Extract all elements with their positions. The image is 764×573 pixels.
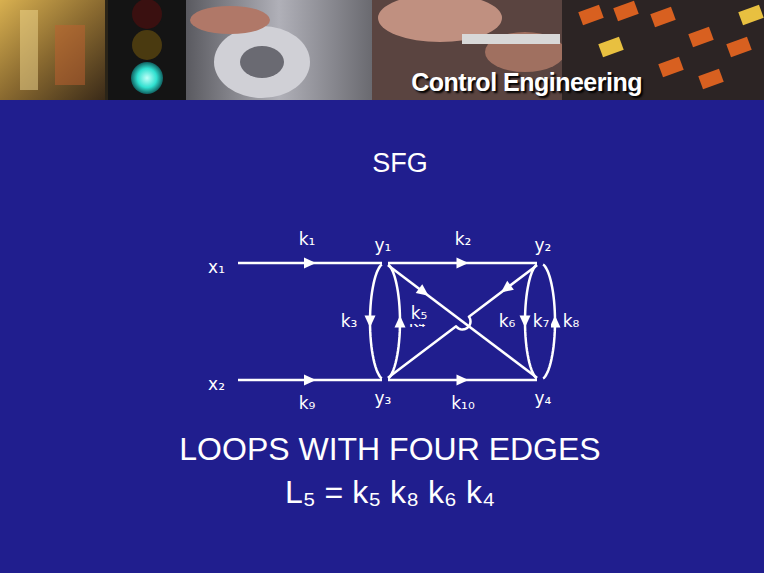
banner-title: Control Engineering (411, 68, 642, 97)
branch-gain: k₉ (297, 394, 318, 414)
section-heading: LOOPS WITH FOUR EDGES (179, 431, 600, 468)
slide-title: SFG (372, 148, 428, 179)
arrowhead (395, 316, 406, 328)
banner-figure-detail (55, 25, 85, 85)
arrowhead (457, 258, 469, 269)
node-label: y₄ (535, 389, 552, 409)
arrowhead (304, 375, 316, 386)
signal-branch (388, 258, 537, 269)
branch-gain: k₁₀ (449, 394, 476, 414)
node-label: y₂ (535, 236, 552, 256)
arrowhead (457, 375, 469, 386)
signal-node: x₂ (232, 377, 238, 383)
branch-gain: k₈ (561, 312, 582, 332)
node-label: y₃ (375, 389, 392, 409)
signal-node: y₄ (537, 377, 543, 383)
arrowhead (365, 316, 376, 328)
signal-branch (388, 375, 537, 386)
signal-branch (388, 265, 537, 377)
machine-part (186, 0, 372, 100)
signal-node: y₂ (537, 260, 543, 266)
signal-node: x₁ (232, 260, 238, 266)
banner-figure-detail (20, 10, 38, 90)
branch-line (388, 265, 537, 377)
traffic-lamp (132, 0, 162, 29)
node-label: y₁ (375, 236, 392, 256)
signal-branch (365, 265, 383, 379)
branch-gain: k₆ (497, 312, 518, 332)
arrowhead (304, 258, 316, 269)
traffic-light (108, 0, 186, 100)
signal-node: y₁ (382, 260, 388, 266)
signal-branch (238, 375, 382, 386)
machine-part (214, 26, 310, 98)
branch-line (388, 265, 537, 377)
tool (462, 34, 560, 44)
branch-gain: k₅ (409, 304, 430, 324)
signal-branch (238, 258, 382, 269)
branch-gain: k₇ (531, 312, 552, 332)
node-label: x₁ (208, 258, 225, 278)
arrowhead (501, 281, 514, 293)
signal-node: y₃ (382, 377, 388, 383)
node-label: x₂ (208, 375, 225, 395)
machine-part (240, 46, 284, 78)
hand (190, 6, 270, 34)
signal-branch (388, 265, 406, 379)
traffic-lamp (131, 62, 163, 94)
loop-equation: L₅ = k₅ k₈ k₆ k₄ (285, 474, 495, 511)
arrowhead (520, 316, 531, 328)
branch-gain: k₃ (339, 312, 360, 332)
banner-photo (0, 0, 764, 100)
banner-figure (0, 0, 105, 100)
traffic-lamp (132, 30, 162, 60)
branch-gain: k₁ (297, 230, 318, 250)
branch-gain: k₂ (453, 230, 474, 250)
signal-branch (388, 265, 537, 377)
arrowhead (416, 284, 429, 296)
